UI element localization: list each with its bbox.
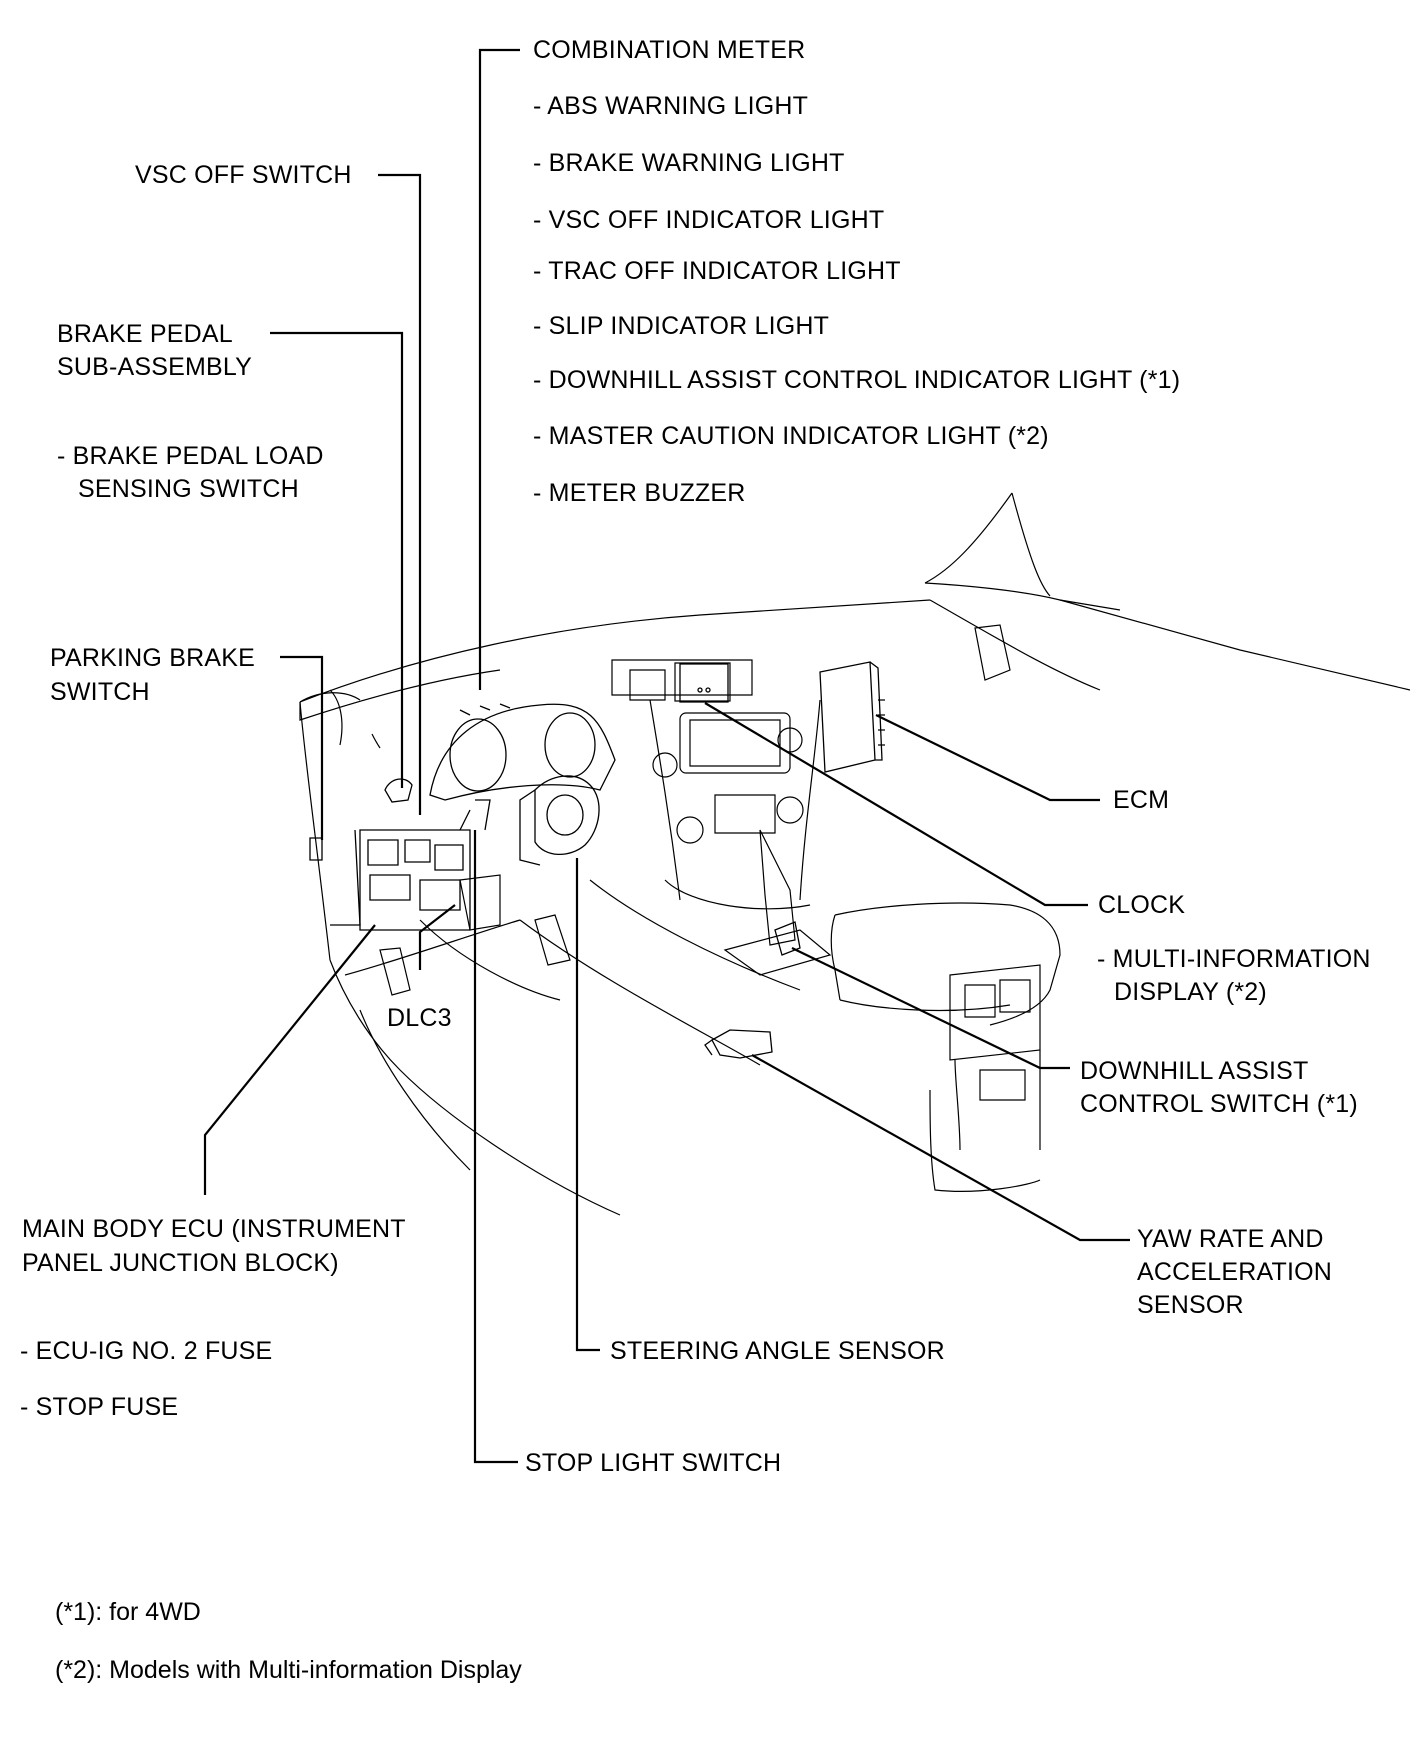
footnote-2: (*2): Models with Multi-information Disp…: [55, 1656, 522, 1684]
label-abs-warning-light: ABS WARNING LIGHT: [533, 90, 808, 123]
main-body-ecu-shape: [330, 800, 490, 930]
leader-vsc-off-switch: [378, 175, 420, 815]
label-slip-indicator-light: SLIP INDICATOR LIGHT: [533, 310, 829, 343]
downhill-switch-shape: [775, 922, 800, 955]
label-brake-pedal-line2: SUB-ASSEMBLY: [57, 353, 253, 381]
label-master-caution-indicator-light: MASTER CAUTION INDICATOR LIGHT (*2): [533, 420, 1049, 453]
leader-parking-brake: [280, 657, 322, 840]
brake-pedal-shape: [310, 779, 412, 860]
combination-meter-shape: [430, 704, 615, 800]
leader-combination-meter: [480, 50, 520, 690]
yaw-rate-sensor-shape: [705, 1030, 772, 1058]
dashboard-outline: [300, 493, 1410, 1215]
leader-ecm: [876, 715, 1100, 800]
label-stop-fuse: STOP FUSE: [20, 1391, 178, 1424]
leader-yaw-rate: [752, 1055, 1130, 1240]
label-vsc-off-switch: VSC OFF SWITCH: [135, 161, 352, 189]
leader-lines: [205, 50, 1130, 1462]
leader-steering-angle: [577, 858, 600, 1350]
label-downhill-switch-line1: DOWNHILL ASSIST: [1080, 1057, 1309, 1085]
steering-angle-sensor-shape: [520, 776, 599, 865]
label-downhill-indicator-light: DOWNHILL ASSIST CONTROL INDICATOR LIGHT …: [533, 364, 1180, 397]
label-parking-brake-line1: PARKING BRAKE: [50, 644, 255, 672]
leader-stop-light-switch: [475, 830, 518, 1462]
label-multi-information-line1: MULTI-INFORMATION: [1097, 943, 1371, 976]
label-brake-pedal-load-line1: BRAKE PEDAL LOAD: [57, 440, 324, 473]
label-brake-pedal-load-line2: SENSING SWITCH: [78, 475, 299, 503]
clock-shape: [680, 664, 728, 702]
label-yaw-rate-line3: SENSOR: [1137, 1291, 1244, 1319]
label-downhill-switch-line2: CONTROL SWITCH (*1): [1080, 1090, 1358, 1118]
label-meter-buzzer: METER BUZZER: [533, 477, 746, 510]
label-stop-light-switch: STOP LIGHT SWITCH: [525, 1449, 782, 1477]
label-yaw-rate-line1: YAW RATE AND: [1137, 1225, 1324, 1253]
label-trac-off-indicator-light: TRAC OFF INDICATOR LIGHT: [533, 255, 901, 288]
label-multi-information-line2: DISPLAY (*2): [1114, 978, 1267, 1006]
label-yaw-rate-line2: ACCELERATION: [1137, 1258, 1333, 1286]
leader-dlc3: [420, 905, 455, 970]
label-ecu-ig-fuse: ECU-IG NO. 2 FUSE: [20, 1335, 273, 1368]
leader-brake-pedal: [270, 333, 402, 788]
label-steering-angle-sensor: STEERING ANGLE SENSOR: [610, 1337, 945, 1365]
leader-main-body-ecu: [205, 925, 375, 1195]
ecm-shape: [820, 662, 885, 772]
label-vsc-off-indicator-light: VSC OFF INDICATOR LIGHT: [533, 204, 884, 237]
label-brake-warning-light: BRAKE WARNING LIGHT: [533, 147, 845, 180]
footnote-1: (*1): for 4WD: [55, 1598, 201, 1626]
label-combination-meter: COMBINATION METER: [533, 36, 806, 64]
leader-downhill-switch: [792, 948, 1070, 1068]
label-clock: CLOCK: [1098, 891, 1186, 919]
leader-clock: [705, 703, 1088, 905]
label-ecm: ECM: [1113, 786, 1170, 814]
label-main-body-ecu-line1: MAIN BODY ECU (INSTRUMENT: [22, 1215, 406, 1243]
label-parking-brake-line2: SWITCH: [50, 678, 150, 706]
label-brake-pedal-line1: BRAKE PEDAL: [57, 320, 233, 348]
label-dlc3: DLC3: [387, 1004, 452, 1032]
label-main-body-ecu-line2: PANEL JUNCTION BLOCK): [22, 1249, 339, 1277]
